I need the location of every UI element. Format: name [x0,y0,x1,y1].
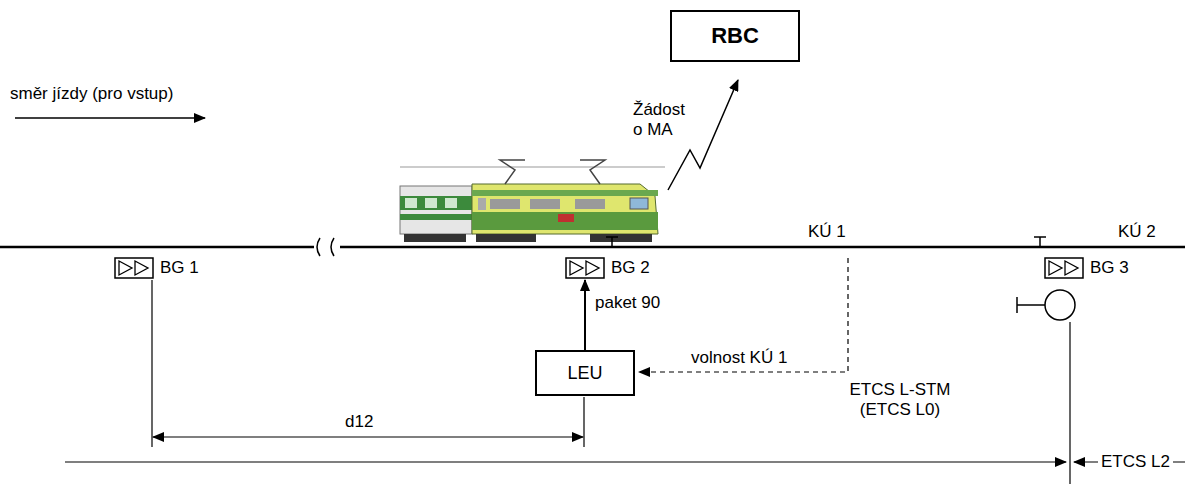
status-line [639,258,848,372]
train [400,160,665,242]
annotation-label: ETCS L-STM (ETCS L0) [830,380,970,420]
annotation-label: KÚ 1 [808,222,846,242]
direction-arrow [15,117,205,119]
track-break [314,238,340,256]
annotation-label: Žádost o MA [633,100,693,140]
signal-symbol [1017,290,1075,320]
track [0,246,1185,249]
rbc-box: RBC [670,10,800,62]
balise-symbol [114,257,154,279]
annotation-label: směr jízdy (pro vstup) [10,84,173,104]
balise-group: BG 3 [1044,257,1129,279]
level-boundary [65,322,1185,484]
balise-group: BG 1 [114,257,199,279]
balise-symbol [565,257,605,279]
balise-label: BG 3 [1090,258,1129,278]
annotation-label: KÚ 2 [1118,222,1156,242]
annotation-label: ETCS L2 [1098,452,1173,472]
data-arrow [584,280,586,350]
box-label: LEU [559,363,610,384]
box-label: RBC [703,23,767,49]
balise-label: BG 2 [611,258,650,278]
edge-label: paket 90 [595,293,660,313]
annotation-label: volnost KÚ 1 [688,348,790,368]
dimension [152,280,584,447]
balise-label: BG 1 [160,258,199,278]
leu-box: LEU [535,350,635,396]
balise-symbol [1044,257,1084,279]
radio-link [668,80,738,190]
annotation-label: d12 [345,412,373,432]
balise-group: BG 2 [565,257,650,279]
